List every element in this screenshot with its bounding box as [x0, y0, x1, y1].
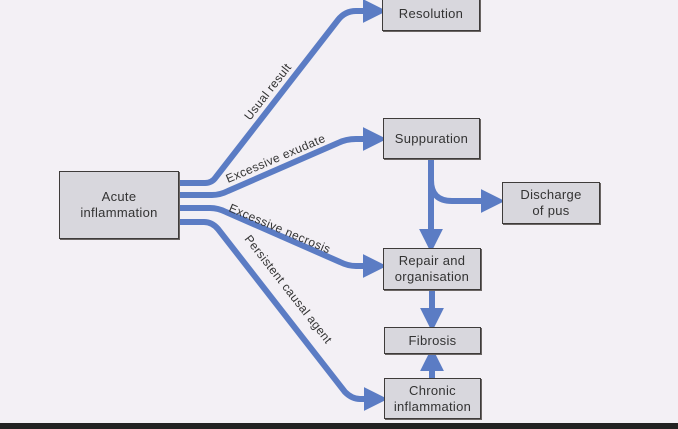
arrow-acute-to-resolution: [178, 0, 387, 186]
node-discharge-of-pus-label: Discharge of pus: [520, 187, 582, 218]
node-fibrosis: Fibrosis: [384, 327, 481, 354]
arrow-acute-to-repair: [178, 205, 387, 278]
node-suppuration-label: Suppuration: [394, 130, 469, 146]
node-resolution: Resolution: [382, 0, 480, 31]
node-chronic-inflammation-label: Chronic inflammation: [393, 382, 472, 414]
arrow-acute-to-suppuration: [178, 127, 387, 198]
node-acute-inflammation-label: Acute inflammation: [80, 189, 158, 220]
node-resolution-label: Resolution: [398, 6, 464, 21]
node-fibrosis-label: Fibrosis: [408, 332, 457, 348]
arrow-acute-to-chronic: [178, 219, 388, 411]
arrow-suppuration-to-discharge: [428, 179, 505, 213]
node-repair-and-organisation-label: Repair and organisation: [394, 253, 470, 284]
node-discharge-of-pus: Discharge of pus: [502, 182, 600, 224]
node-chronic-inflammation: Chronic inflammation: [384, 378, 481, 419]
node-acute-inflammation: Acute inflammation: [59, 171, 179, 239]
node-repair-and-organisation: Repair and organisation: [383, 248, 481, 290]
bottom-border: [0, 423, 678, 429]
edge-label-excessive-exudate: Excessive exudate: [224, 131, 328, 186]
node-suppuration: Suppuration: [383, 118, 480, 159]
edge-label-excessive-necrosis: Excessive necrosis: [227, 201, 333, 257]
